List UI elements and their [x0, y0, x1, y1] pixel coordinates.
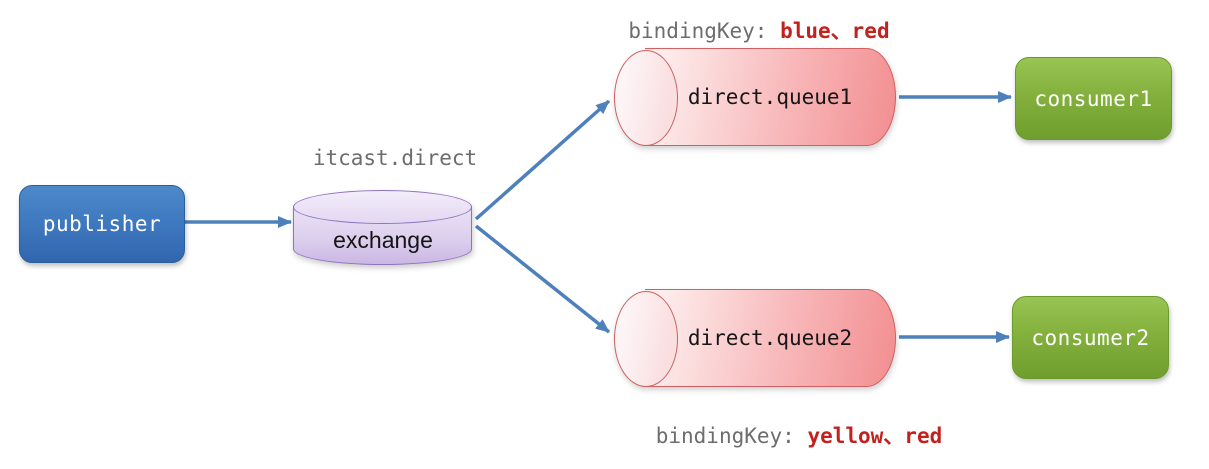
binding-key-prefix: bindingKey: [628, 19, 781, 43]
consumer2-node: consumer2 [1012, 296, 1169, 379]
consumer2-label: consumer2 [1031, 325, 1150, 350]
publisher-node: publisher [19, 185, 185, 263]
publisher-label: publisher [42, 212, 162, 236]
binding-key-values: yellow、red [807, 424, 943, 448]
arrow-exchange-to-queue1 [474, 99, 611, 221]
queue2-cylinder-cap [614, 291, 678, 387]
exchange-node: exchange [293, 190, 473, 266]
queue1-cylinder-cap [614, 50, 678, 146]
arrow-exchange-to-queue2 [474, 224, 611, 334]
queue1-node: direct.queue1 [614, 48, 898, 147]
queue2-node: direct.queue2 [614, 289, 898, 388]
queue2-label: direct.queue2 [687, 326, 853, 350]
binding-key-values: blue、red [780, 19, 890, 43]
binding-key-label-queue1: bindingKey: blue、red [599, 15, 919, 45]
queue2-cylinder-body: direct.queue2 [645, 289, 896, 387]
queue1-cylinder-body: direct.queue1 [645, 48, 896, 146]
consumer1-label: consumer1 [1034, 86, 1153, 111]
exchange-label: exchange [333, 226, 433, 253]
queue1-label: direct.queue1 [687, 85, 853, 109]
exchange-name-label: itcast.direct [312, 146, 478, 170]
consumer1-node: consumer1 [1015, 57, 1172, 140]
binding-key-label-queue2: bindingKey: yellow、red [639, 420, 959, 450]
binding-key-prefix: bindingKey: [655, 424, 808, 448]
exchange-cylinder-top [293, 190, 472, 224]
